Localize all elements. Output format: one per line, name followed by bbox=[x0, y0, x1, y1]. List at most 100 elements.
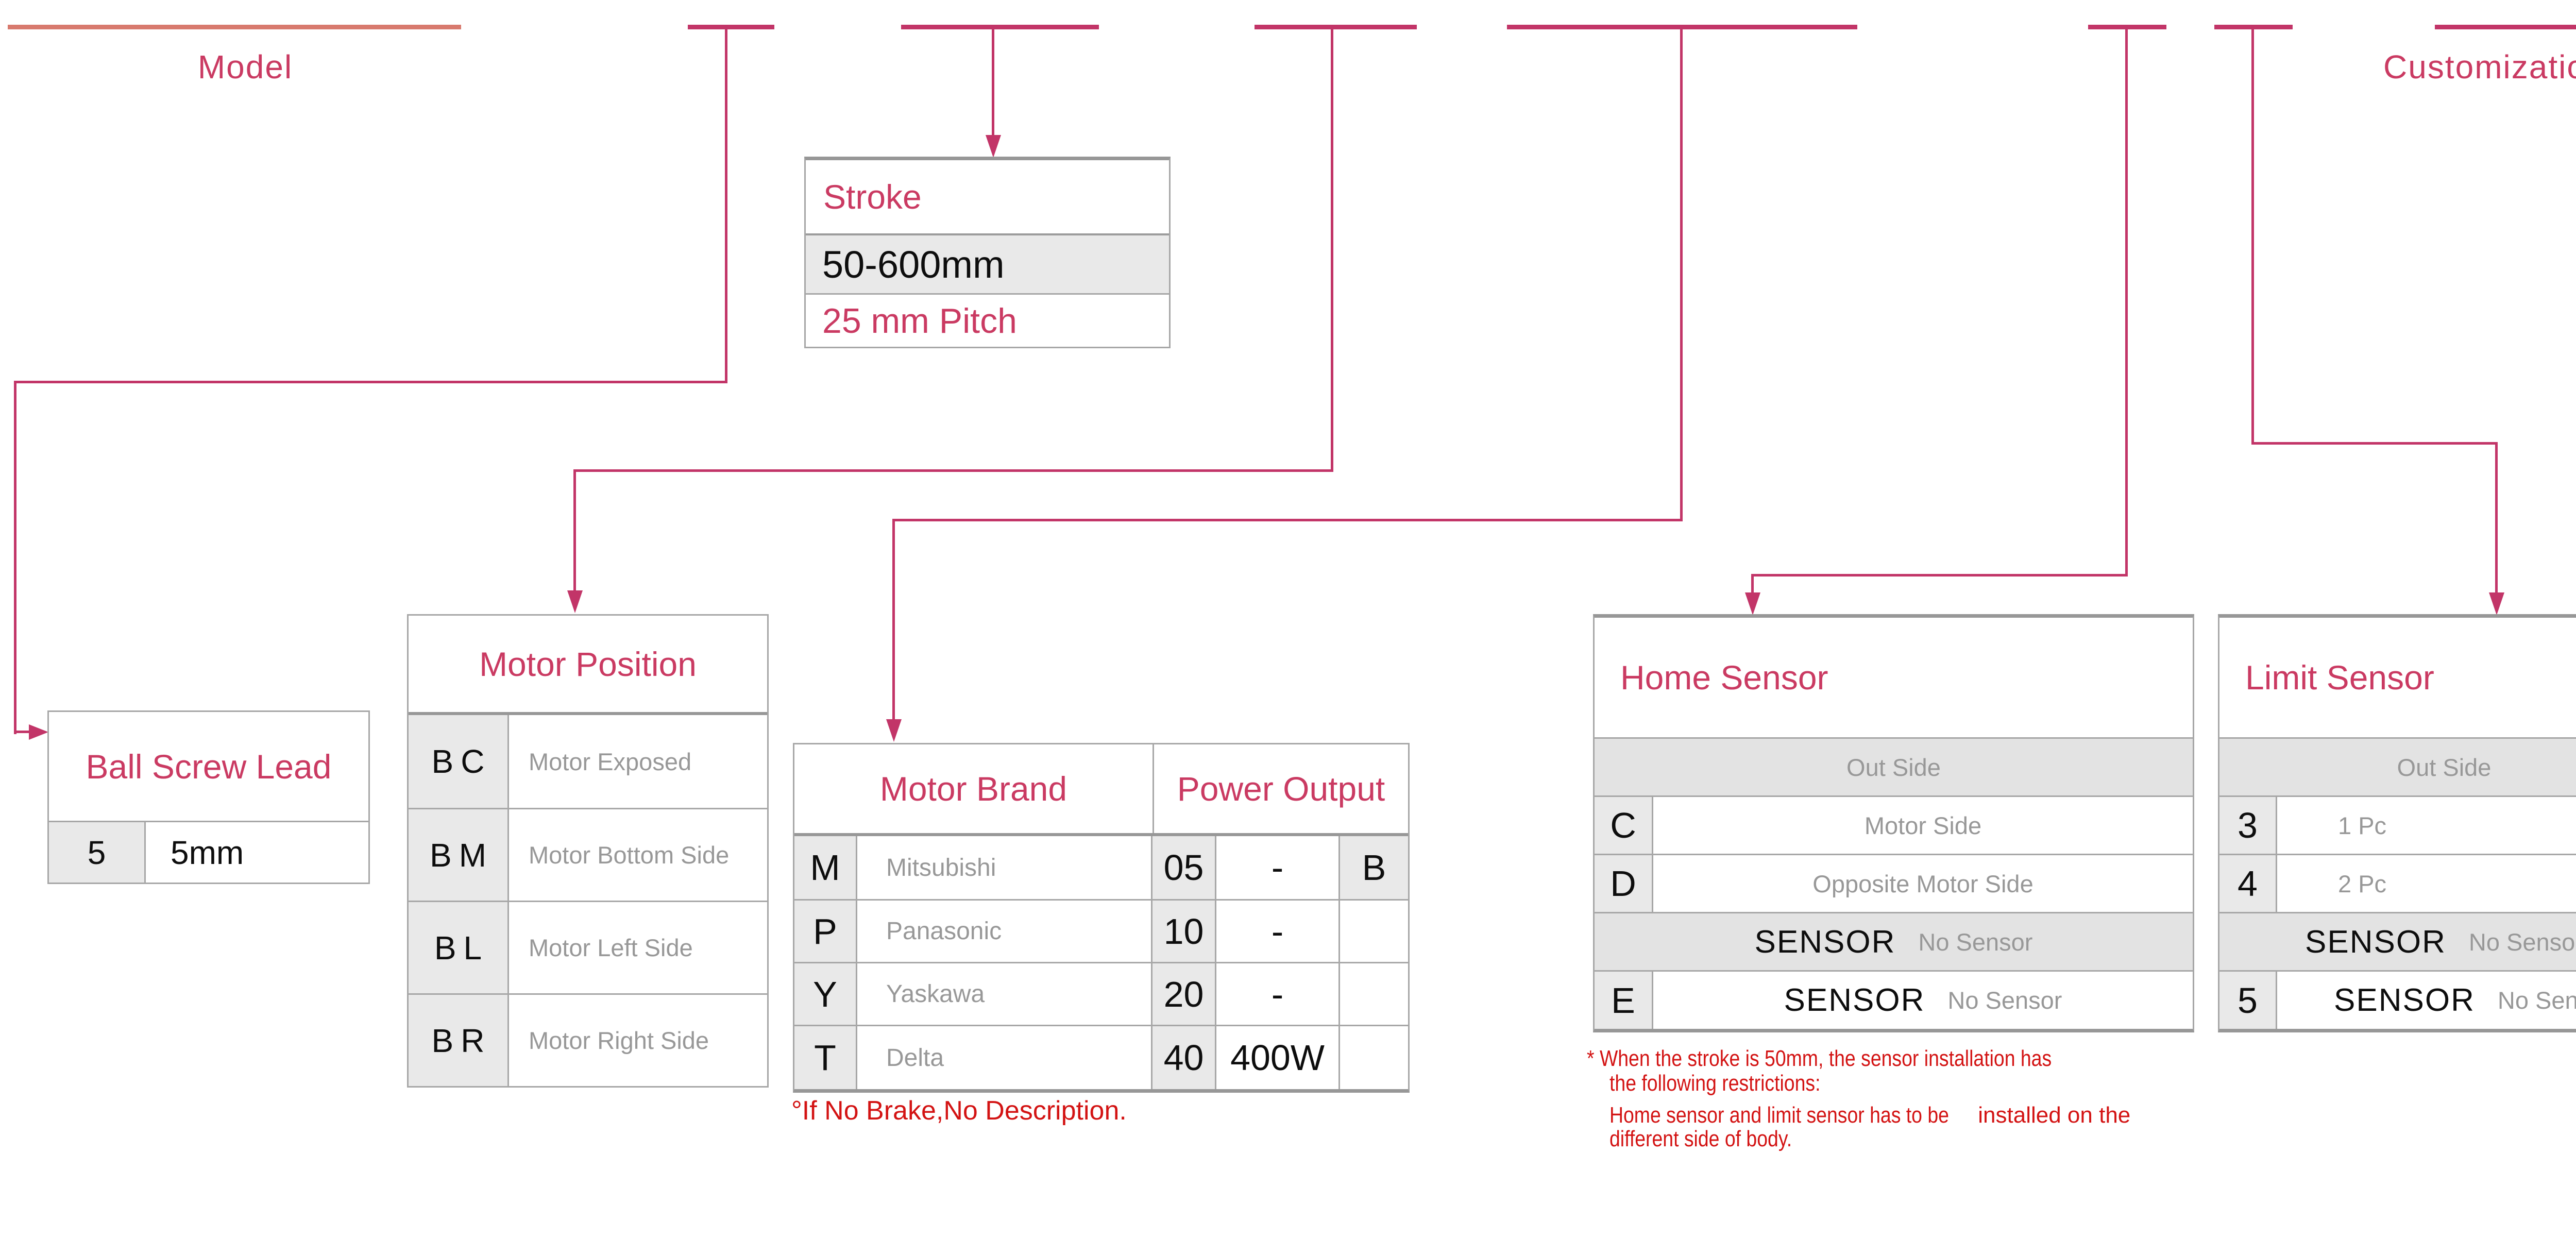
connector-ls-v1 bbox=[2251, 27, 2254, 445]
motor-brand-code: T bbox=[794, 1026, 857, 1089]
home-sensor-code: C bbox=[1595, 797, 1653, 854]
connector-hs-h bbox=[1751, 574, 2128, 576]
home-sensor-nosensor-row: SENSOR No Sensor bbox=[1595, 912, 2193, 970]
brake-code: B bbox=[1340, 836, 1408, 899]
power-value: 400W bbox=[1216, 1026, 1340, 1089]
brake-code bbox=[1340, 1026, 1408, 1089]
sensor-note-line2: the following restrictions: bbox=[1609, 1072, 1858, 1095]
brake-code bbox=[1340, 901, 1408, 962]
model-underline bbox=[8, 25, 461, 29]
no-sensor-label: No Sensor bbox=[1947, 987, 2062, 1014]
table-row: Y Yaskawa 20 - bbox=[794, 962, 1408, 1025]
motor-position-code: BM bbox=[409, 809, 509, 901]
motor-brand-title: Motor Brand bbox=[794, 744, 1154, 833]
motor-brand-body: M Mitsubishi 05 - B P Panasonic 10 - Y Y… bbox=[794, 833, 1408, 1089]
code-segment-motor-position bbox=[1255, 25, 1417, 29]
connector-mb-v1 bbox=[1680, 27, 1683, 521]
power-value: - bbox=[1216, 901, 1340, 962]
ball-screw-lead-row: 5 5mm bbox=[49, 822, 368, 883]
motor-brand-name: Panasonic bbox=[857, 901, 1153, 962]
brake-code bbox=[1340, 963, 1408, 1025]
limit-sensor-table: Limit Sensor Out Side 3 1 Pc 4 2 Pc SENS… bbox=[2218, 614, 2576, 1032]
home-sensor-desc: Opposite Motor Side bbox=[1812, 870, 2033, 897]
customization-underline bbox=[2435, 25, 2576, 29]
code-segment-stroke bbox=[901, 25, 1099, 29]
ball-screw-lead-table: Ball Screw Lead 5 5mm bbox=[47, 710, 370, 884]
arrow-home-sensor bbox=[1745, 592, 1760, 615]
sensor-word: SENSOR bbox=[2305, 924, 2446, 960]
table-row: C Motor Side bbox=[1595, 795, 2193, 854]
sensor-note-line3a-text: Home sensor and limit sensor has to be bbox=[1609, 1103, 1949, 1128]
stroke-pitch-value: 25 mm Pitch bbox=[822, 301, 1017, 341]
ball-screw-lead-code: 5 bbox=[49, 822, 146, 883]
motor-brand-header: Motor Brand Power Output bbox=[794, 744, 1408, 833]
connector-mb-v2 bbox=[892, 519, 895, 720]
connector-bsl-h1 bbox=[14, 381, 727, 383]
arrow-stroke bbox=[986, 135, 1001, 158]
motor-brand-code: M bbox=[794, 836, 857, 899]
table-row: D Opposite Motor Side bbox=[1595, 854, 2193, 912]
power-code: 05 bbox=[1153, 836, 1216, 899]
no-sensor-label: No Sensor bbox=[2468, 928, 2576, 956]
table-row: P Panasonic 10 - bbox=[794, 899, 1408, 962]
connector-bsl-v1 bbox=[725, 27, 727, 383]
connector-hs-v2 bbox=[1751, 574, 1754, 593]
limit-sensor-nosensor-row: SENSOR No Sensor bbox=[2219, 912, 2576, 970]
power-value: - bbox=[1216, 963, 1340, 1025]
arrow-motor-position bbox=[567, 590, 583, 613]
motor-position-body: BC Motor Exposed BM Motor Bottom Side BL… bbox=[409, 712, 767, 1086]
table-row: BM Motor Bottom Side bbox=[409, 808, 767, 901]
table-row: T Delta 40 400W bbox=[794, 1025, 1408, 1089]
power-code: 40 bbox=[1153, 1026, 1216, 1089]
power-code: 10 bbox=[1153, 901, 1216, 962]
limit-sensor-title: Limit Sensor bbox=[2245, 658, 2434, 697]
limit-sensor-outside-row: Out Side bbox=[2219, 737, 2576, 795]
limit-sensor-desc: SENSOR No Sensor bbox=[2277, 972, 2576, 1029]
arrow-ball-screw-lead bbox=[29, 724, 48, 740]
motor-position-desc: Motor Bottom Side bbox=[529, 841, 730, 869]
home-sensor-title: Home Sensor bbox=[1620, 658, 1828, 697]
table-row: BL Motor Left Side bbox=[409, 901, 767, 993]
motor-position-code: BC bbox=[409, 715, 509, 808]
sensor-note-line4: different side of body. bbox=[1609, 1127, 1824, 1151]
motor-brand-table: Motor Brand Power Output M Mitsubishi 05… bbox=[793, 743, 1410, 1093]
table-row: BC Motor Exposed bbox=[409, 715, 767, 808]
power-value: - bbox=[1216, 836, 1340, 899]
no-brake-note: °If No Brake,No Description. bbox=[791, 1096, 1127, 1126]
power-code: 20 bbox=[1153, 963, 1216, 1025]
motor-position-desc: Motor Right Side bbox=[529, 1027, 709, 1054]
arrow-limit-sensor bbox=[2489, 592, 2504, 615]
motor-brand-name: Yaskawa bbox=[857, 963, 1153, 1025]
home-sensor-code: E bbox=[1595, 972, 1653, 1029]
sensor-note-line2-text: the following restrictions: bbox=[1609, 1071, 1821, 1096]
table-row: BR Motor Right Side bbox=[409, 993, 767, 1086]
sensor-note-line1-text: * When the stroke is 50mm, the sensor in… bbox=[1587, 1046, 2052, 1071]
outside-label: Out Side bbox=[2397, 753, 2492, 781]
ball-screw-lead-title: Ball Screw Lead bbox=[49, 712, 368, 822]
limit-sensor-desc: 1 Pc bbox=[2338, 811, 2387, 839]
sensor-note-line4-text: different side of body. bbox=[1609, 1126, 1792, 1151]
motor-brand-name: Mitsubishi bbox=[857, 836, 1153, 899]
motor-brand-name: Delta bbox=[857, 1026, 1153, 1089]
sensor-word: SENSOR bbox=[1784, 982, 1925, 1018]
no-sensor-label: No Sensor bbox=[1918, 928, 2033, 956]
customization-label: Customization Order No. bbox=[2383, 48, 2576, 86]
stroke-table: Stroke 50-600mm 25 mm Pitch bbox=[804, 157, 1171, 348]
model-label: Model bbox=[197, 48, 293, 86]
connector-bsl-v2 bbox=[14, 381, 16, 734]
connector-ls-v2 bbox=[2495, 442, 2498, 592]
power-output-title: Power Output bbox=[1177, 770, 1385, 808]
limit-sensor-code: 3 bbox=[2219, 797, 2277, 854]
table-row: M Mitsubishi 05 - B bbox=[794, 836, 1408, 899]
limit-sensor-code: 4 bbox=[2219, 855, 2277, 912]
connector-mp-v1 bbox=[1331, 27, 1333, 472]
connector-mb-h bbox=[892, 519, 1683, 521]
motor-position-table: Motor Position BC Motor Exposed BM Motor… bbox=[407, 614, 769, 1088]
connector-bsl-h2 bbox=[14, 731, 30, 733]
motor-brand-code: Y bbox=[794, 963, 857, 1025]
table-row: 3 1 Pc bbox=[2219, 795, 2576, 854]
motor-position-code: BR bbox=[409, 995, 509, 1086]
table-row: E SENSOR No Sensor bbox=[1595, 970, 2193, 1029]
no-sensor-label: No Sensor bbox=[2497, 987, 2576, 1014]
